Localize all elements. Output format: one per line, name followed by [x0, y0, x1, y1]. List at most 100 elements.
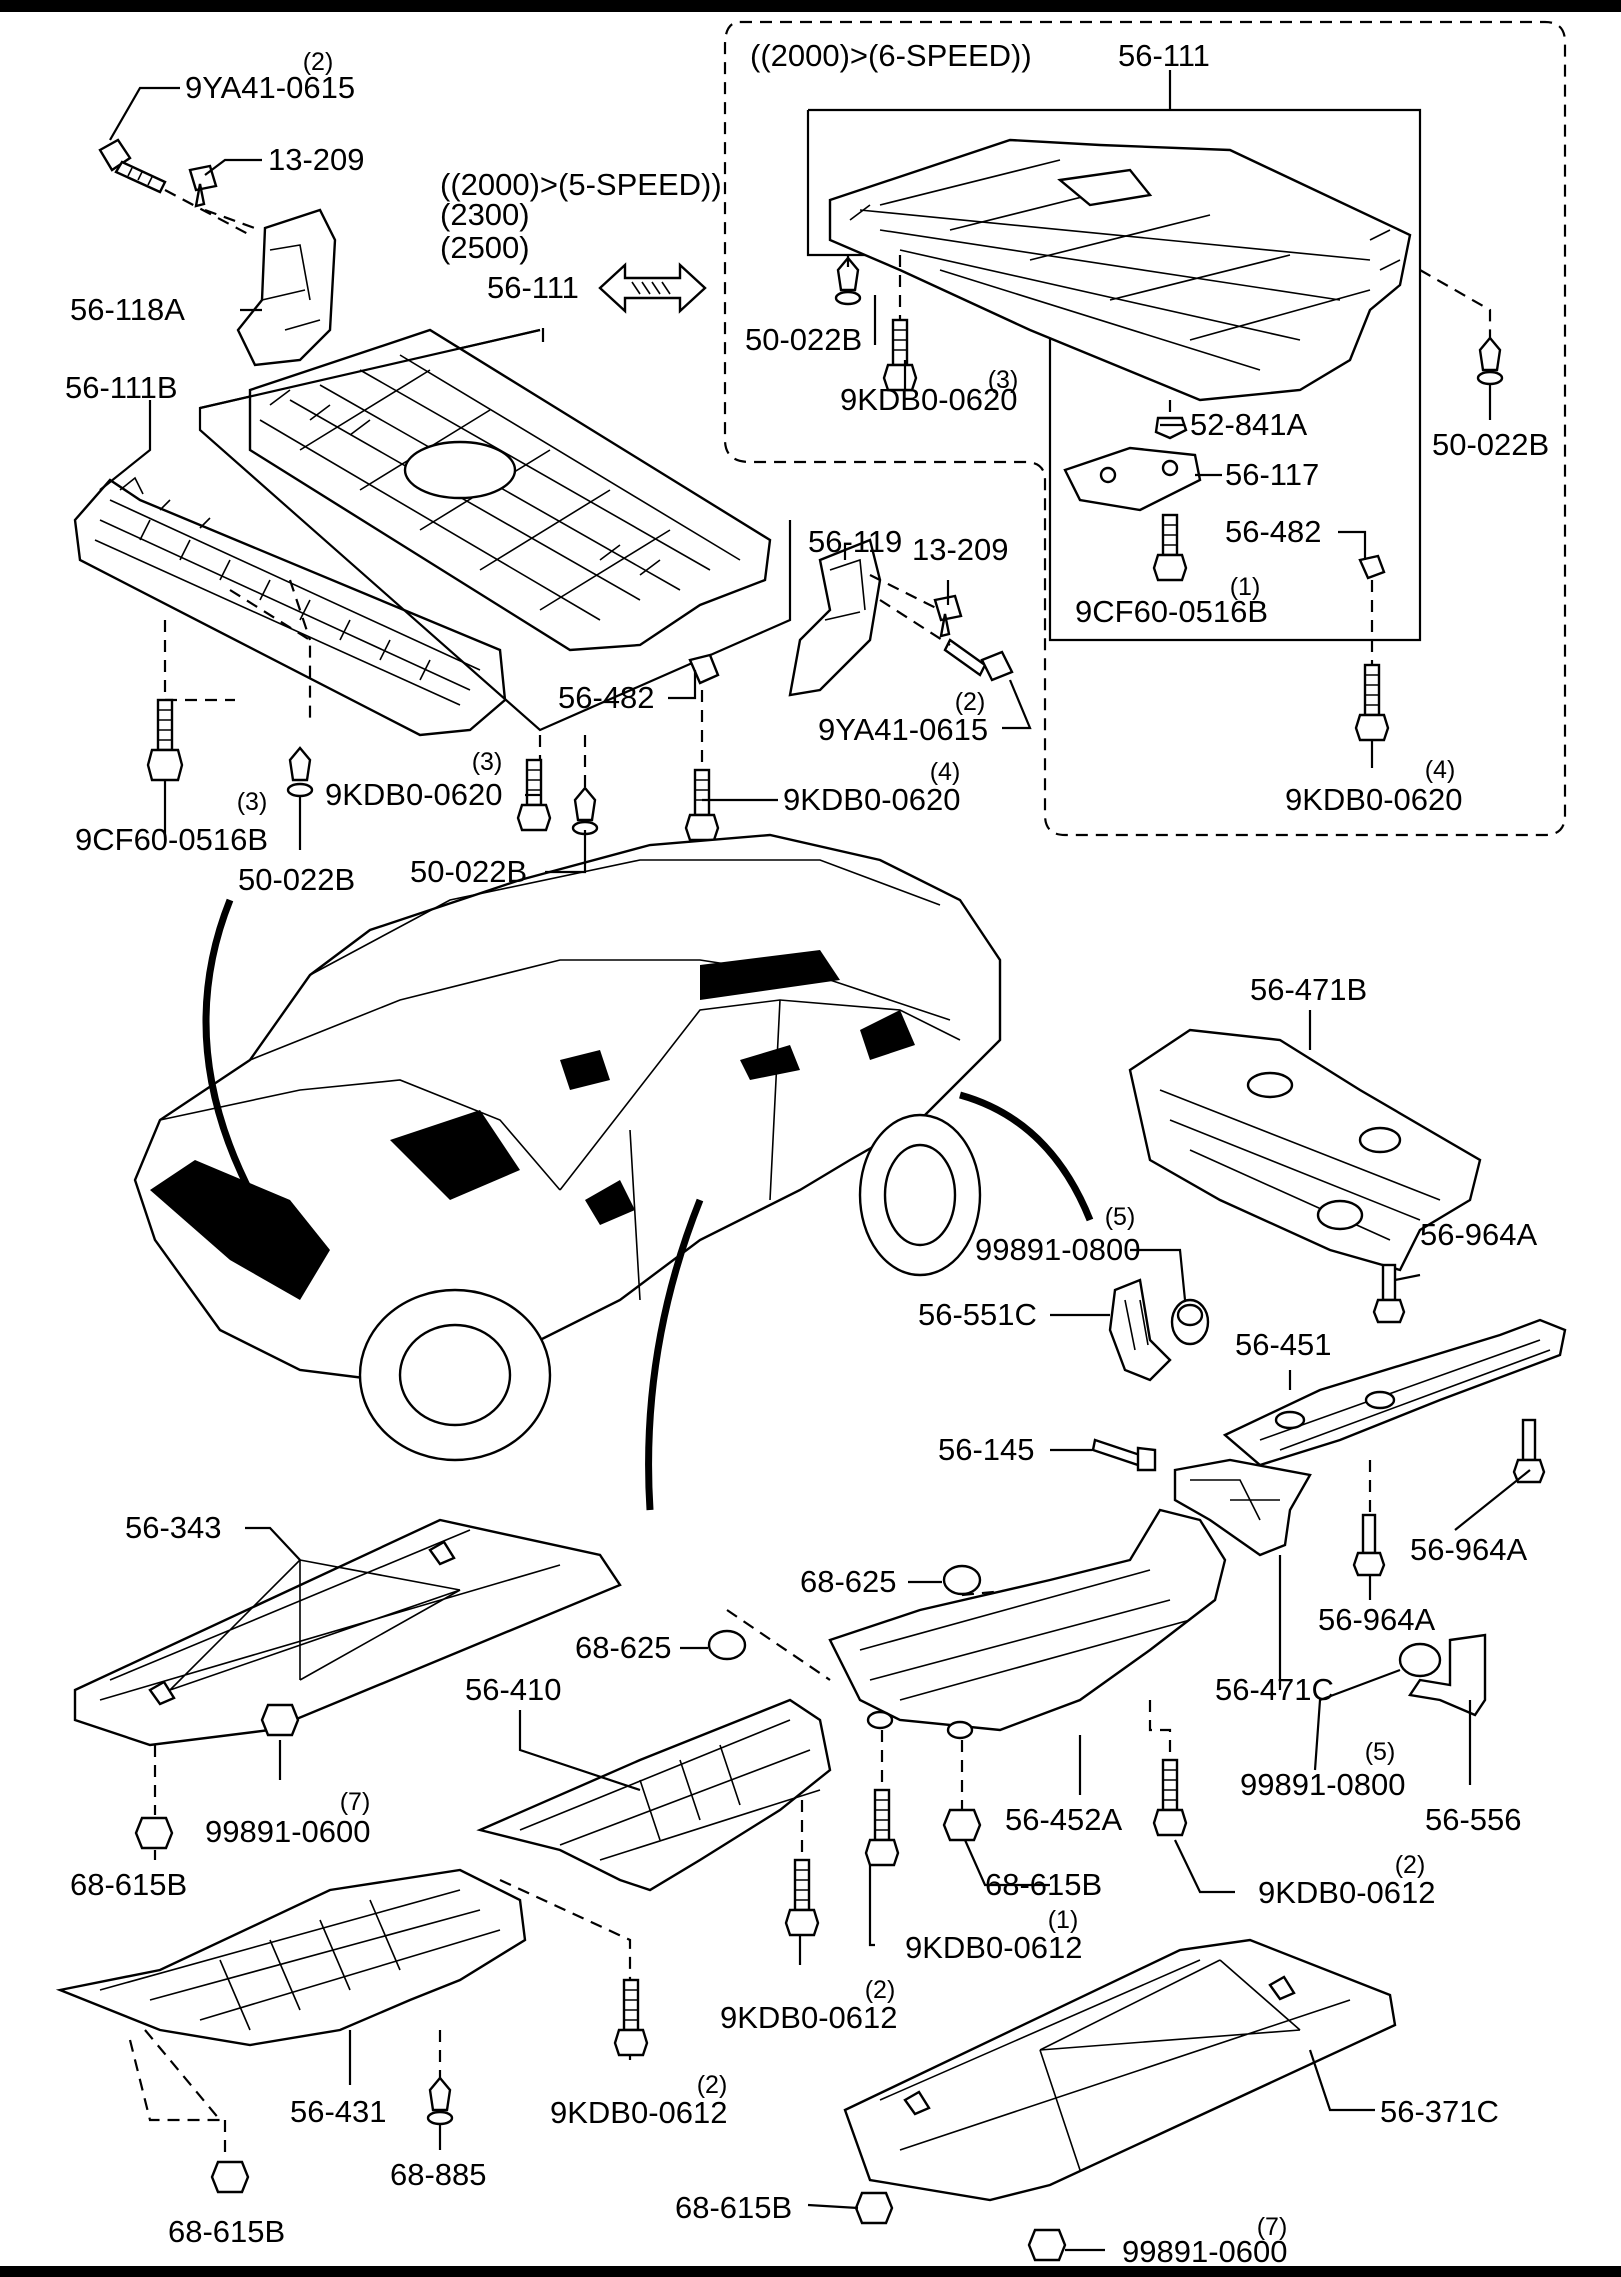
bolt-9cf60-right: [1152, 513, 1188, 582]
nut-99891-0800-a: [1170, 1298, 1210, 1346]
spacer-68625-a: [942, 1564, 982, 1596]
label-9kdb0-0620-b: 9KDB0-0620: [325, 777, 503, 812]
bolt-9cf60-left: [146, 698, 184, 782]
label-56-471b: 56-471B: [1250, 972, 1367, 1007]
frame-56-111-right: [806, 108, 1422, 642]
label-56-111-left: 56-111: [487, 270, 579, 305]
label-50-022b-a: 50-022B: [745, 322, 862, 357]
qty-9kdb-0612-d: (2): [697, 2071, 728, 2099]
qty-9kdb-a: (3): [988, 366, 1019, 394]
clip-13209-mid: [933, 594, 963, 638]
label-9kdb0-0620-d: 9KDB0-0620: [1285, 782, 1463, 817]
label-52-841a: 52-841A: [1190, 407, 1308, 442]
label-68-615b-b: 68-615B: [985, 1867, 1102, 1902]
heatshield-56-451: [1222, 1318, 1567, 1467]
clip-50022b-b: [1476, 336, 1504, 386]
bolt-9kdb-d: [1354, 663, 1390, 742]
label-56-451: 56-451: [1235, 1327, 1332, 1362]
bolt-9ya41-top: [98, 138, 167, 194]
pointer-line-2: [645, 1198, 704, 1511]
label-50-022b-d: 50-022B: [410, 854, 527, 889]
label-13-209-top: 13-209: [268, 142, 365, 177]
bolt-56-145: [1091, 1438, 1157, 1472]
label-56-371c: 56-371C: [1380, 2094, 1499, 2129]
label-99891-0800-b: 99891-0800: [1240, 1767, 1406, 1802]
car-body-outline: [133, 833, 1002, 1462]
qty-9ya41-top: (2): [303, 48, 334, 76]
double-arrow-icon: [598, 262, 707, 314]
label-56-551c: 56-551C: [918, 1297, 1037, 1332]
label-9ya41-0615-top: 9YA41-0615: [185, 70, 355, 105]
bolt-9kdb-4-center: [684, 768, 720, 842]
label-68-615b-c: 68-615B: [168, 2214, 285, 2249]
label-50-022b-c: 50-022B: [238, 862, 355, 897]
plate-56-117: [1063, 446, 1202, 512]
label-68-885: 68-885: [390, 2157, 487, 2192]
label-56-471c: 56-471C: [1215, 1672, 1334, 1707]
nut-68615b-c: [210, 2160, 250, 2194]
bolt-56-964a-c: [1352, 1513, 1386, 1577]
bracket-56-556: [1407, 1633, 1487, 1717]
qty-99891-0600-b: (7): [1257, 2213, 1288, 2241]
bracket-56-551c: [1108, 1278, 1172, 1382]
label-2500: (2500): [440, 230, 530, 265]
label-56-964a-a: 56-964A: [1420, 1217, 1538, 1252]
clip-13209-top: [188, 164, 218, 208]
label-56-482-left: 56-482: [558, 680, 655, 715]
label-68-615b-d: 68-615B: [675, 2190, 792, 2225]
clip-50022b-center: [571, 786, 599, 836]
bolt-56-964a-b: [1512, 1418, 1546, 1484]
label-56-117: 56-117: [1225, 457, 1319, 492]
nut-56-482-right: [1358, 554, 1386, 580]
bolt-9kdb-0612-c: [784, 1858, 820, 1937]
label-56-964a-c: 56-964A: [1318, 1602, 1436, 1637]
bracket-56-119: [788, 538, 882, 697]
bolt-9kdb-0612-d: [613, 1978, 649, 2057]
label-9cf60-0516b-left: 9CF60-0516B: [75, 822, 268, 857]
label-56-111b: 56-111B: [65, 370, 178, 405]
bracket-56-118a: [236, 208, 337, 367]
bottom-border: [0, 2266, 1621, 2277]
qty-9kdb-d: (4): [1425, 756, 1456, 784]
nut-56-482-left: [688, 653, 720, 685]
label-9kdb0-0612-d: 9KDB0-0612: [550, 2095, 728, 2130]
label-56-119: 56-119: [808, 524, 902, 559]
cover-56-111-left: [248, 328, 772, 652]
label-56-964a-b: 56-964A: [1410, 1532, 1528, 1567]
label-68-615b-a: 68-615B: [70, 1867, 187, 1902]
heatshield-56-431: [55, 1868, 527, 2047]
qty-99891-0800-a: (5): [1105, 1203, 1136, 1231]
label-variant-6-speed: ((2000)>(6-SPEED)): [750, 38, 1032, 73]
label-variant-5-speed: ((2000)>(5-SPEED)): [440, 167, 722, 202]
pointer-line-3: [959, 1091, 1094, 1222]
spacer-68625-b: [707, 1629, 747, 1661]
qty-9kdb-b: (3): [472, 748, 503, 776]
label-9kdb0-0612-b: 9KDB0-0612: [905, 1930, 1083, 1965]
qty-99891-0600-a: (7): [340, 1788, 371, 1816]
label-99891-0600-b: 99891-0600: [1122, 2234, 1288, 2269]
qty-9kdb-0612-c: (2): [865, 1976, 896, 2004]
cover-56-371c: [843, 1938, 1397, 2202]
label-56-343: 56-343: [125, 1510, 222, 1545]
qty-9ya41-mid: (2): [955, 688, 986, 716]
clip-50022b-left: [286, 746, 314, 798]
bolt-9kdb-center: [516, 758, 552, 832]
qty-9cf60-left: (3): [237, 788, 268, 816]
label-9kdb0-0620-a: 9KDB0-0620: [840, 382, 1018, 417]
clip-68885: [426, 2076, 454, 2126]
label-2300: (2300): [440, 197, 530, 232]
label-56-431: 56-431: [290, 2094, 387, 2129]
bolt-56-964a-a: [1372, 1263, 1406, 1324]
nut-99891-0800-b: [1398, 1642, 1442, 1678]
nut-52-841a: [1154, 416, 1188, 440]
top-border: [0, 0, 1621, 12]
label-56-556: 56-556: [1425, 1802, 1522, 1837]
label-9cf60-0516b-right: 9CF60-0516B: [1075, 594, 1268, 629]
label-68-625-a: 68-625: [800, 1564, 897, 1599]
qty-9kdb-0612-b: (1): [1048, 1906, 1079, 1934]
clip-50022b-a: [834, 256, 862, 306]
heatshield-56-471b: [1128, 1028, 1482, 1272]
label-9ya41-0615-mid: 9YA41-0615: [818, 712, 988, 747]
label-50-022b-b: 50-022B: [1432, 427, 1549, 462]
